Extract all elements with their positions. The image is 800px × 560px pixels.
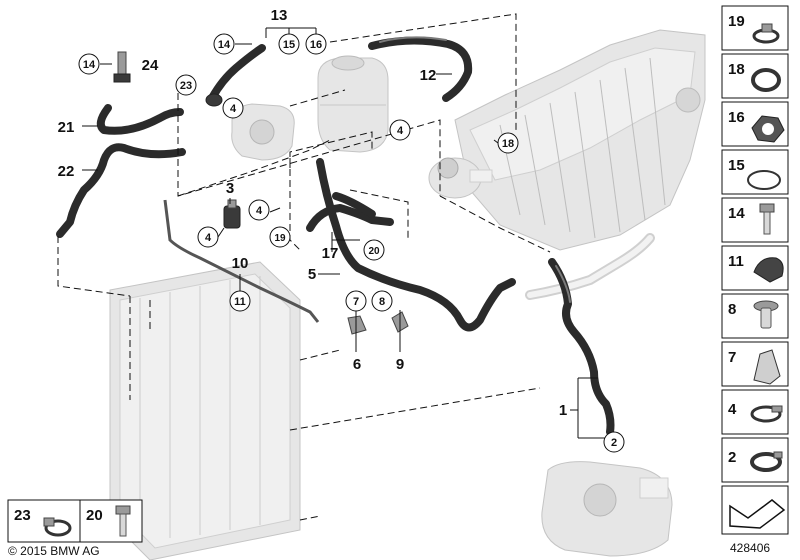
gasket-icon [751,115,785,143]
callout-6: 6 [353,356,361,373]
hose-clamp-small-icon [750,405,783,423]
legend-8: 8 [728,301,736,318]
callout-1: 1 [559,402,567,419]
screw-icon [759,203,775,235]
part-3 [223,199,241,229]
hose-1 [548,258,615,436]
legend-19: 19 [728,13,745,30]
callout-16: 16 [310,39,322,51]
hose-clamp-23-icon [43,517,72,537]
callout-4-lower: 4 [205,232,212,244]
hose-13 [208,44,266,102]
callout-8: 8 [379,296,385,308]
legend-18: 18 [728,61,745,78]
callout-12: 12 [420,67,437,84]
hose-12 [368,36,473,102]
o-ring-icon [747,170,781,190]
callout-20: 20 [368,246,380,257]
pipe-10 [163,199,320,323]
callout-9: 9 [396,356,404,373]
arrow-icon [729,499,786,529]
hose-17 [306,192,394,232]
callout-11: 11 [234,296,246,308]
callout-4-pump: 4 [230,103,237,115]
thermostat-housing [428,157,493,199]
engine-block [454,29,706,251]
diagram-id: 428406 [730,541,770,555]
hose-clamp-wide-icon [750,451,783,472]
callout-22: 22 [58,163,75,180]
legend-2: 2 [728,449,736,466]
callout-21: 21 [58,119,75,136]
seal-ring-icon [751,68,781,92]
callout-19: 19 [274,233,286,244]
callout-2: 2 [611,437,617,449]
callout-3: 3 [226,180,234,197]
callout-23: 23 [180,80,192,92]
expanding-rivet-icon [753,300,779,329]
hose-5 [316,158,516,332]
spring-clip-icon [753,349,781,385]
bolt-icon [115,505,131,537]
part-23 [205,93,223,107]
hose-clamp-icon [752,23,780,44]
callout-7: 7 [353,296,359,308]
pipe-right [525,233,655,300]
callout-4-tank: 4 [397,125,404,137]
callout-14: 14 [218,39,231,51]
clip-icon [753,257,784,283]
callout-5: 5 [308,266,316,283]
side-legend: 19 18 16 15 14 11 [721,5,789,535]
callout-10: 10 [232,255,249,272]
callout-14-bracket: 14 [83,59,96,71]
part-6 [347,315,367,335]
callout-18: 18 [502,138,514,150]
legend-16: 16 [728,109,745,126]
water-pump [231,103,295,161]
bottom-legend: 23 20 [7,499,143,543]
radiator [109,261,301,560]
legend-23: 23 [14,507,31,524]
expansion-tank [317,55,389,153]
callout-4-valve: 4 [256,205,263,217]
legend-7: 7 [728,349,736,366]
legend-14: 14 [728,205,745,222]
copyright: © 2015 BMW AG [8,544,100,558]
callout-17: 17 [322,245,339,262]
legend-20: 20 [86,507,103,524]
hose-22 [56,143,186,238]
hose-21 [96,104,184,135]
legend-11: 11 [728,253,744,270]
legend-4: 4 [728,401,737,418]
part-14-bracket [113,51,131,83]
callout-13: 13 [271,7,288,24]
legend-15: 15 [728,157,745,174]
callout-15: 15 [283,39,295,51]
callout-24: 24 [142,57,159,74]
electric-pump-lower [541,461,673,557]
